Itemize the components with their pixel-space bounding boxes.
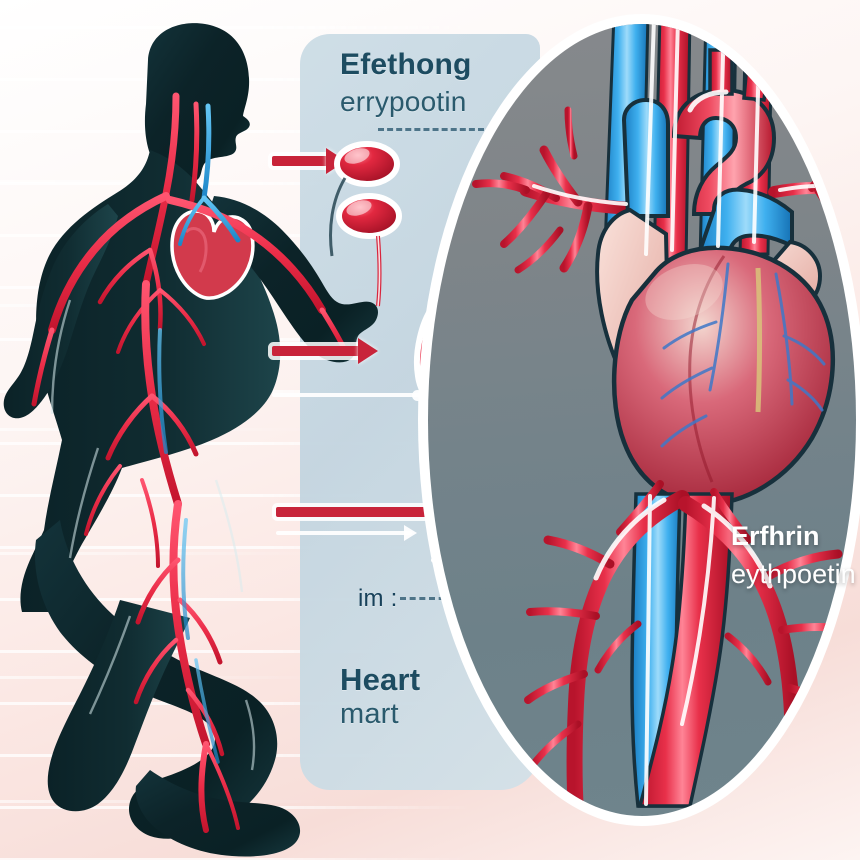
circle-label-line2: eythpoetin <box>731 559 856 589</box>
circle-label-line1: Erfhrin <box>731 521 820 551</box>
arrow-right-icon-middle <box>272 346 360 356</box>
leader-line-lower <box>276 531 412 535</box>
heart-anatomy <box>595 48 835 507</box>
leader-dot-upper <box>412 390 423 401</box>
panel-heart-label: Heart <box>340 662 421 697</box>
arrow-right-icon-bottom <box>276 507 436 517</box>
lower-artery-branches <box>524 480 856 816</box>
panel-heart-sublabel: mart <box>340 698 399 730</box>
red-blood-cell-icon-2 <box>336 193 402 239</box>
leader-line-upper <box>272 393 420 397</box>
red-blood-cell-icon-1 <box>334 141 400 187</box>
panel-subtitle: errypootin <box>340 86 467 117</box>
coronary-arteries <box>755 267 762 413</box>
circulatory-veins <box>157 103 241 764</box>
panel-divider-top <box>378 128 484 131</box>
panel-divider-mid <box>400 597 464 600</box>
arrow-head-middle <box>358 338 378 364</box>
leader-head-lower <box>404 525 417 541</box>
circle-inset <box>428 24 856 816</box>
cell-stem-dark <box>329 177 347 257</box>
muscle-highlights <box>50 299 256 771</box>
left-artery-branches <box>472 106 631 274</box>
circulatory-arteries <box>31 92 349 833</box>
arrow-right-icon-top <box>272 156 328 166</box>
panel-title: Efethong <box>340 48 472 81</box>
vessel-highlights <box>532 24 848 806</box>
cell-stem-highlight <box>377 235 381 307</box>
circle-contents <box>472 24 856 816</box>
coronary-veins <box>660 262 826 448</box>
panel-mid-label: im : <box>358 585 398 612</box>
